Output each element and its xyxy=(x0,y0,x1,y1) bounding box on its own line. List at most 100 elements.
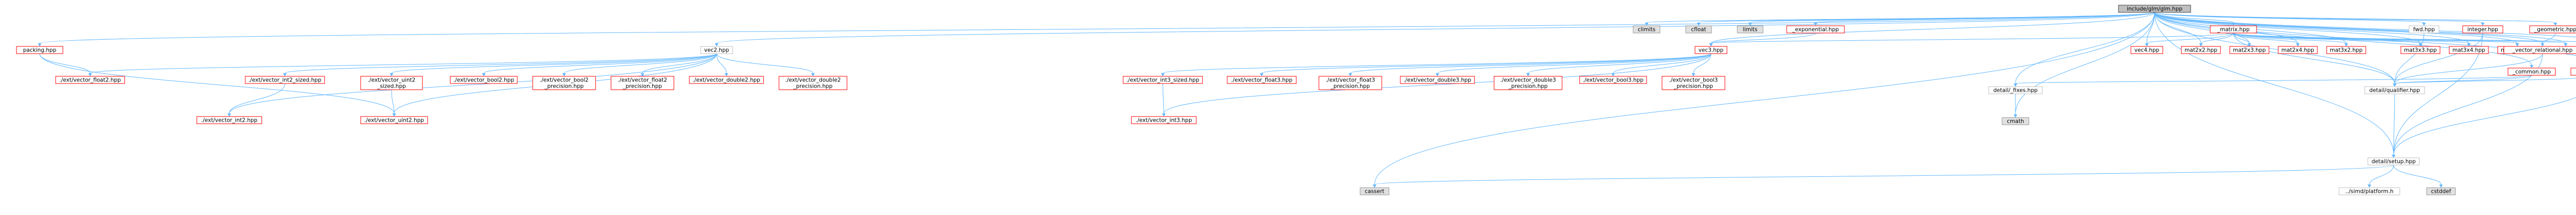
node-box xyxy=(2002,117,2029,125)
node-packing[interactable]: packing.hpp xyxy=(16,46,63,54)
node-vector-uint2[interactable]: ./ext/vector_uint2.hpp xyxy=(360,116,428,124)
edge-arrowhead-vec2-to-vector_bool2_precision xyxy=(562,73,566,76)
edge-arrowhead-matrix-to-mat3x4 xyxy=(2467,43,2471,46)
edge-arrowhead-vector_int2_sized-to-vector_int2 xyxy=(227,113,231,117)
edge-arrowhead-vector_uint2_sized-to-vector_uint2 xyxy=(392,113,396,117)
edge-vec2-to-vector_uint2_sized xyxy=(391,53,717,74)
node-mat3x3[interactable]: mat3x3.hpp xyxy=(2400,46,2441,54)
node-vector-relational[interactable]: _vector_relational.hpp xyxy=(2503,46,2576,54)
edge-matrix-to-vec3 xyxy=(1710,32,2234,44)
node-vector-int3-sized[interactable]: ./ext/vector_int3_sized.hpp xyxy=(1123,76,1203,84)
node-box xyxy=(700,46,733,54)
node-box xyxy=(2326,46,2366,54)
edge-vec2-to-vector_double2_precision xyxy=(716,53,814,74)
node-label: detail/_fixes.hpp xyxy=(1993,88,2038,94)
node-vec4[interactable]: vec4.hpp xyxy=(2130,46,2163,54)
node-trigonometric[interactable]: trigonometric.hpp xyxy=(2570,68,2576,76)
node-box xyxy=(2449,46,2489,54)
node-vector-float3-precision[interactable]: ./ext/vector_float3_precision.hpp xyxy=(1318,76,1382,90)
node-qualifier[interactable]: detail/qualifier.hpp xyxy=(2364,86,2425,94)
node-label: ./ext/vector_float2.hpp xyxy=(59,77,121,84)
node-matrix[interactable]: _matrix.hpp xyxy=(2210,25,2257,34)
node-vector-double3[interactable]: ./ext/vector_double3.hpp xyxy=(1400,76,1475,84)
edge-root-to-cmath xyxy=(2015,12,2155,115)
node-geometric[interactable]: _geometric.hpp xyxy=(2529,25,2576,34)
node-label: ./ext/vector_double3.hpp xyxy=(1403,77,1471,84)
node-box xyxy=(1494,76,1563,90)
node-label: _common.hpp xyxy=(2512,69,2551,75)
node-platform[interactable]: ../simd/platform.h xyxy=(2338,187,2400,195)
node-vector-uint2-sized[interactable]: ./ext/vector_uint2_sized.hpp xyxy=(360,76,423,90)
node-vector-int2-sized[interactable]: ./ext/vector_int2_sized.hpp xyxy=(245,76,325,84)
edge-trigonometric-to-setup xyxy=(2393,97,2576,155)
edge-vec2-to-vector_double2 xyxy=(716,53,727,74)
node-vector-double2[interactable]: ./ext/vector_double2.hpp xyxy=(689,76,764,84)
node-root[interactable]: include/glm/glm.hpp xyxy=(2118,5,2191,13)
node-box xyxy=(1694,46,1727,54)
node-label: mat3x3.hpp xyxy=(2404,47,2437,54)
edge-matrix-to-mat4x4 xyxy=(2233,32,2576,42)
node-mat3x4[interactable]: mat3x4.hpp xyxy=(2449,46,2489,54)
node-vector-float2-precision[interactable]: ./ext/vector_float2_precision.hpp xyxy=(611,76,674,90)
edge-arrowhead-vec2-to-vector_double2_precision xyxy=(811,73,815,76)
edge-arrowhead-vec3-to-vector_double3 xyxy=(1435,73,1439,76)
node-label: packing.hpp xyxy=(23,47,57,54)
node-label: ./ext/vector_uint2.hpp xyxy=(364,118,424,124)
edge-arrowhead-root-to-common xyxy=(2530,65,2534,68)
edge-arrowhead-common-to-func_fixes xyxy=(2013,84,2018,87)
node-vector-float2[interactable]: ./ext/vector_float2.hpp xyxy=(55,76,125,84)
node-vector-int3[interactable]: ./ext/vector_int3.hpp xyxy=(1131,116,1197,124)
node-label: integer.hpp xyxy=(2467,27,2498,33)
edge-root-to-exponential xyxy=(1815,12,2155,23)
node-vector-int2[interactable]: ./ext/vector_int2.hpp xyxy=(196,116,262,124)
node-label: vec2.hpp xyxy=(704,47,730,54)
node-vector-bool3[interactable]: ./ext/vector_bool3.hpp xyxy=(1579,76,1647,84)
node-label: mat2x4.hpp xyxy=(2281,47,2314,54)
edge-vec2-to-vector_bool2 xyxy=(483,53,717,74)
node-box xyxy=(2278,46,2318,54)
node-mat2x4[interactable]: mat2x4.hpp xyxy=(2278,46,2318,54)
node-common[interactable]: _common.hpp xyxy=(2507,68,2556,76)
node-vector-float3[interactable]: ./ext/vector_float3.hpp xyxy=(1227,76,1297,84)
node-vector-bool2[interactable]: ./ext/vector_bool2.hpp xyxy=(450,76,518,84)
edge-vector_int3_sized-to-vector_int3 xyxy=(1162,83,1164,114)
node-vector-double3-precision[interactable]: ./ext/vector_double3_precision.hpp xyxy=(1494,76,1563,90)
node-vector-double2-precision[interactable]: ./ext/vector_double2_precision.hpp xyxy=(778,76,848,90)
node-integer[interactable]: integer.hpp xyxy=(2462,25,2503,34)
node-label: ./ext/vector_int3_sized.hpp xyxy=(1126,77,1199,84)
edge-root-to-integer xyxy=(2154,12,2483,23)
edge-exponential-to-vec3 xyxy=(1710,32,1816,44)
node-vec2[interactable]: vec2.hpp xyxy=(700,46,733,54)
node-box xyxy=(1662,76,1725,90)
edge-integer-to-qualifier xyxy=(2394,32,2483,84)
edge-vec3-to-vector_double3_precision xyxy=(1528,53,1711,74)
node-label: ./ext/vector_bool2.hpp xyxy=(453,77,514,84)
edge-matrix-to-mat2x4 xyxy=(2233,32,2298,44)
edge-root-to-geometric xyxy=(2154,12,2556,23)
node-box xyxy=(532,76,596,90)
node-fwd[interactable]: fwd.hpp xyxy=(2409,25,2439,34)
edge-packing-to-vector_uint2 xyxy=(39,53,395,114)
node-label: mat2x2.hpp xyxy=(2184,47,2217,54)
node-label: _exponential.hpp xyxy=(1792,27,1839,33)
edge-arrowhead-setup-to-cassert xyxy=(1372,185,1377,188)
node-mat3x2[interactable]: mat3x2.hpp xyxy=(2326,46,2366,54)
edge-arrowhead-func_fixes-to-cmath xyxy=(2013,114,2018,118)
node-box xyxy=(2400,46,2441,54)
node-vector-bool3-precision[interactable]: ./ext/vector_bool3_precision.hpp xyxy=(1662,76,1725,90)
node-label: ./ext/vector_int2.hpp xyxy=(201,118,258,124)
node-mat2x3[interactable]: mat2x3.hpp xyxy=(2229,46,2269,54)
node-vec3[interactable]: vec3.hpp xyxy=(1694,46,1727,54)
node-exponential[interactable]: _exponential.hpp xyxy=(1786,25,1845,34)
node-mat2x2[interactable]: mat2x2.hpp xyxy=(2181,46,2221,54)
node-func-fixes[interactable]: detail/_fixes.hpp xyxy=(1988,86,2043,94)
node-setup[interactable]: detail/setup.hpp xyxy=(2367,157,2420,166)
node-label: climits xyxy=(1638,27,1655,33)
node-label: ./ext/vector_bool3.hpp xyxy=(1583,77,1643,84)
node-vector-bool2-precision[interactable]: ./ext/vector_bool2_precision.hpp xyxy=(532,76,596,90)
node-box xyxy=(1633,25,1660,34)
edge-trigonometric-to-qualifier xyxy=(2394,78,2576,84)
edge-arrowhead-trigonometric-to-qualifier xyxy=(2393,84,2397,87)
node-box xyxy=(1400,76,1475,84)
